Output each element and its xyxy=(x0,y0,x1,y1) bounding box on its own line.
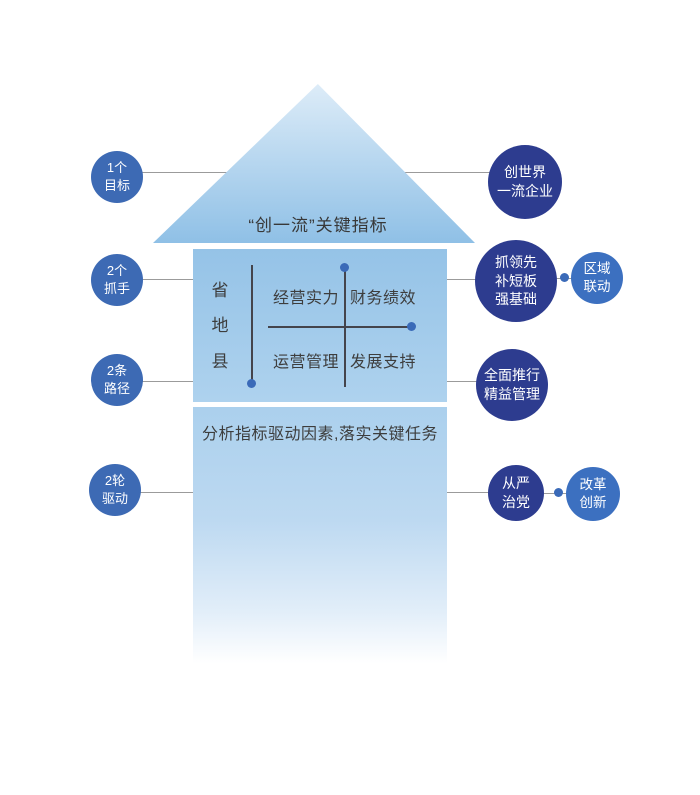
circle-reform-line1: 改革 xyxy=(579,476,607,492)
circle-lead-line1: 抓领先 xyxy=(495,253,537,270)
circle-1-goal-line2: 目标 xyxy=(103,178,130,193)
cell-business-strength: 经营实力 xyxy=(272,290,339,307)
diagram-title: “创一流”关键指标 xyxy=(248,216,388,235)
circle-2-grips-line1: 2个 xyxy=(106,263,128,279)
circle-2-grips-line2: 抓手 xyxy=(103,281,130,296)
matrix-horizontal-line xyxy=(268,326,413,328)
circle-lead-line2: 补短板 xyxy=(495,272,537,289)
circle-world-class-line1: 创世界 xyxy=(504,164,546,181)
circle-regional-line2: 联动 xyxy=(583,279,611,294)
circle-2-drives-line1: 2轮 xyxy=(104,473,126,489)
cell-financial-performance: 财务绩效 xyxy=(349,290,416,307)
circle-world-class-line2: 一流企业 xyxy=(497,183,553,199)
circle-regional-linkage: 区域 联动 xyxy=(571,252,623,304)
arrow-body-upper xyxy=(193,249,447,402)
cell-development-support: 发展支持 xyxy=(349,354,416,371)
circle-2-drives: 2轮 驱动 xyxy=(89,464,141,516)
circle-party-line2: 治党 xyxy=(502,494,530,510)
level-divider-dot xyxy=(247,379,256,388)
circle-reform-line2: 创新 xyxy=(579,495,607,510)
reform-link-dot xyxy=(554,488,563,497)
matrix-right-dot xyxy=(407,322,416,331)
level-city: 地 xyxy=(211,316,229,335)
matrix-top-dot xyxy=(340,263,349,272)
circle-2-paths-line1: 2条 xyxy=(106,363,128,379)
circle-party-discipline: 从严 治党 xyxy=(488,465,544,521)
bottom-banner-text: 分析指标驱动因素,落实关键任务 xyxy=(202,426,438,443)
circle-1-goal: 1个 目标 xyxy=(91,151,143,203)
cell-operations-management: 运营管理 xyxy=(272,354,339,371)
circle-2-paths: 2条 路径 xyxy=(91,354,143,406)
circle-party-line1: 从严 xyxy=(502,475,530,492)
circle-lead-shortboard-foundation: 抓领先 补短板 强基础 xyxy=(475,240,557,322)
circle-reform-innovation: 改革 创新 xyxy=(566,467,620,521)
regional-link-dot xyxy=(560,273,569,282)
circle-lean-management: 全面推行 精益管理 xyxy=(476,349,548,421)
circle-1-goal-line1: 1个 xyxy=(106,160,128,176)
level-divider-line xyxy=(251,265,253,384)
circle-2-drives-line2: 驱动 xyxy=(101,491,128,506)
circle-lead-line3: 强基础 xyxy=(495,291,537,308)
circle-lean-line1: 全面推行 xyxy=(484,367,540,384)
level-province: 省 xyxy=(211,281,229,300)
circle-regional-line1: 区域 xyxy=(583,260,611,276)
circle-2-grips: 2个 抓手 xyxy=(91,254,143,306)
circle-world-class-enterprise: 创世界 一流企业 xyxy=(488,145,562,219)
level-county: 县 xyxy=(211,352,229,371)
circle-2-paths-line2: 路径 xyxy=(103,381,130,396)
arrow-body-lower xyxy=(193,407,447,692)
circle-lean-line2: 精益管理 xyxy=(484,386,540,402)
